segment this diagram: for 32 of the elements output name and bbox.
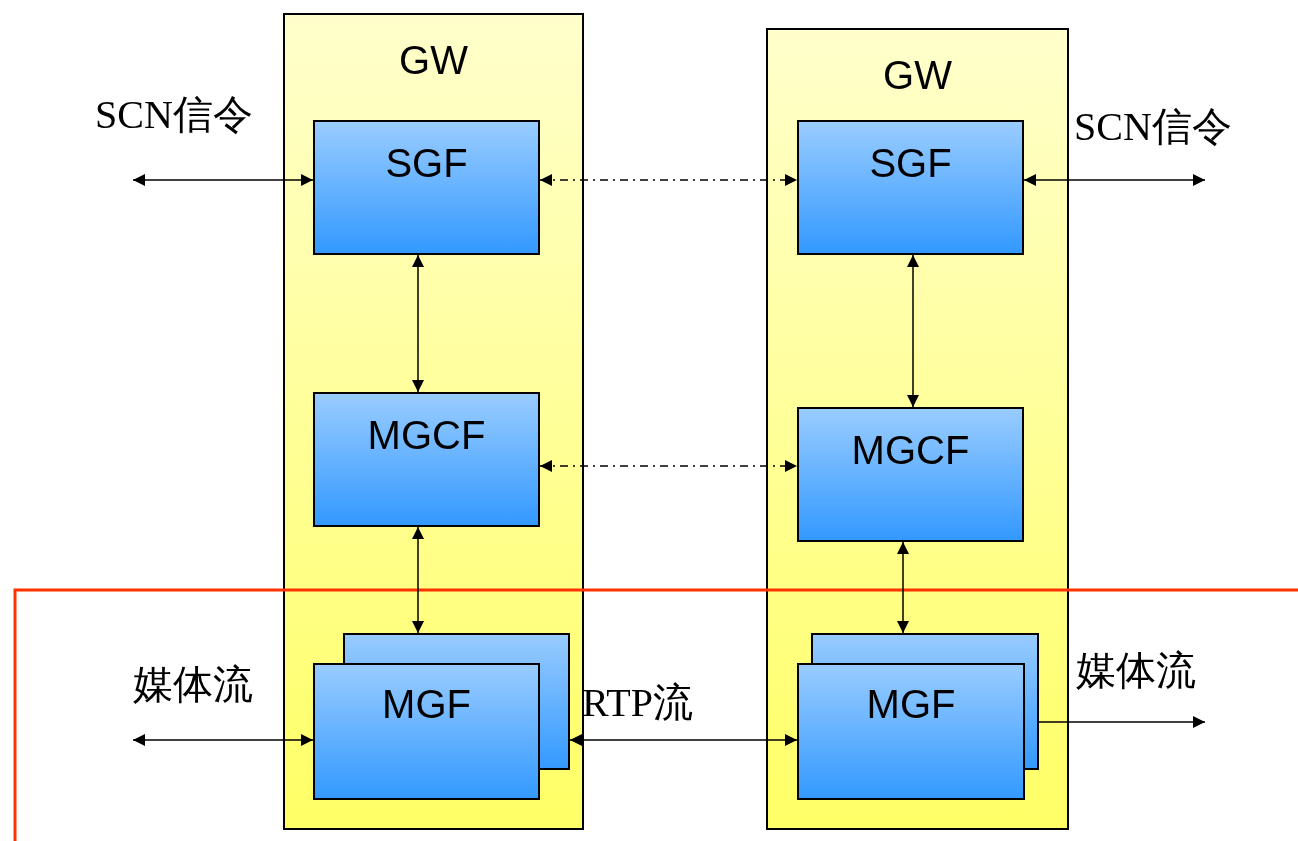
arrow (132, 734, 314, 746)
function-label: MGCF (367, 412, 486, 458)
stacked-function-box (797, 633, 1039, 800)
arrow (897, 541, 909, 634)
function-box (313, 120, 540, 255)
arrow (539, 460, 798, 472)
stacked-function-box (313, 633, 570, 800)
edge-label: 媒体流 (1076, 648, 1196, 694)
edge-label: RTP流 (582, 680, 693, 726)
arrow (412, 254, 424, 393)
function-label: MGF (382, 681, 471, 727)
arrow (539, 174, 798, 186)
edge-label: SCN信令 (95, 92, 253, 138)
function-label: SGF (385, 140, 468, 186)
gateway-title: GW (883, 52, 952, 98)
arrow (412, 526, 424, 634)
arrow (1023, 174, 1206, 186)
gateway-title: GW (399, 37, 468, 83)
function-label: MGCF (851, 427, 970, 473)
arrow (907, 254, 919, 408)
gateway-box (283, 13, 584, 830)
gateway-box (766, 28, 1069, 830)
arrow (132, 174, 314, 186)
function-label: MGF (866, 681, 956, 727)
function-box (313, 392, 540, 527)
edge-label: 媒体流 (133, 662, 253, 708)
edge-label: SCN信令 (1074, 104, 1232, 150)
arrow (569, 734, 798, 746)
function-box (797, 407, 1024, 542)
arrow (1038, 716, 1206, 728)
function-label: SGF (869, 140, 952, 186)
function-box (797, 120, 1024, 255)
